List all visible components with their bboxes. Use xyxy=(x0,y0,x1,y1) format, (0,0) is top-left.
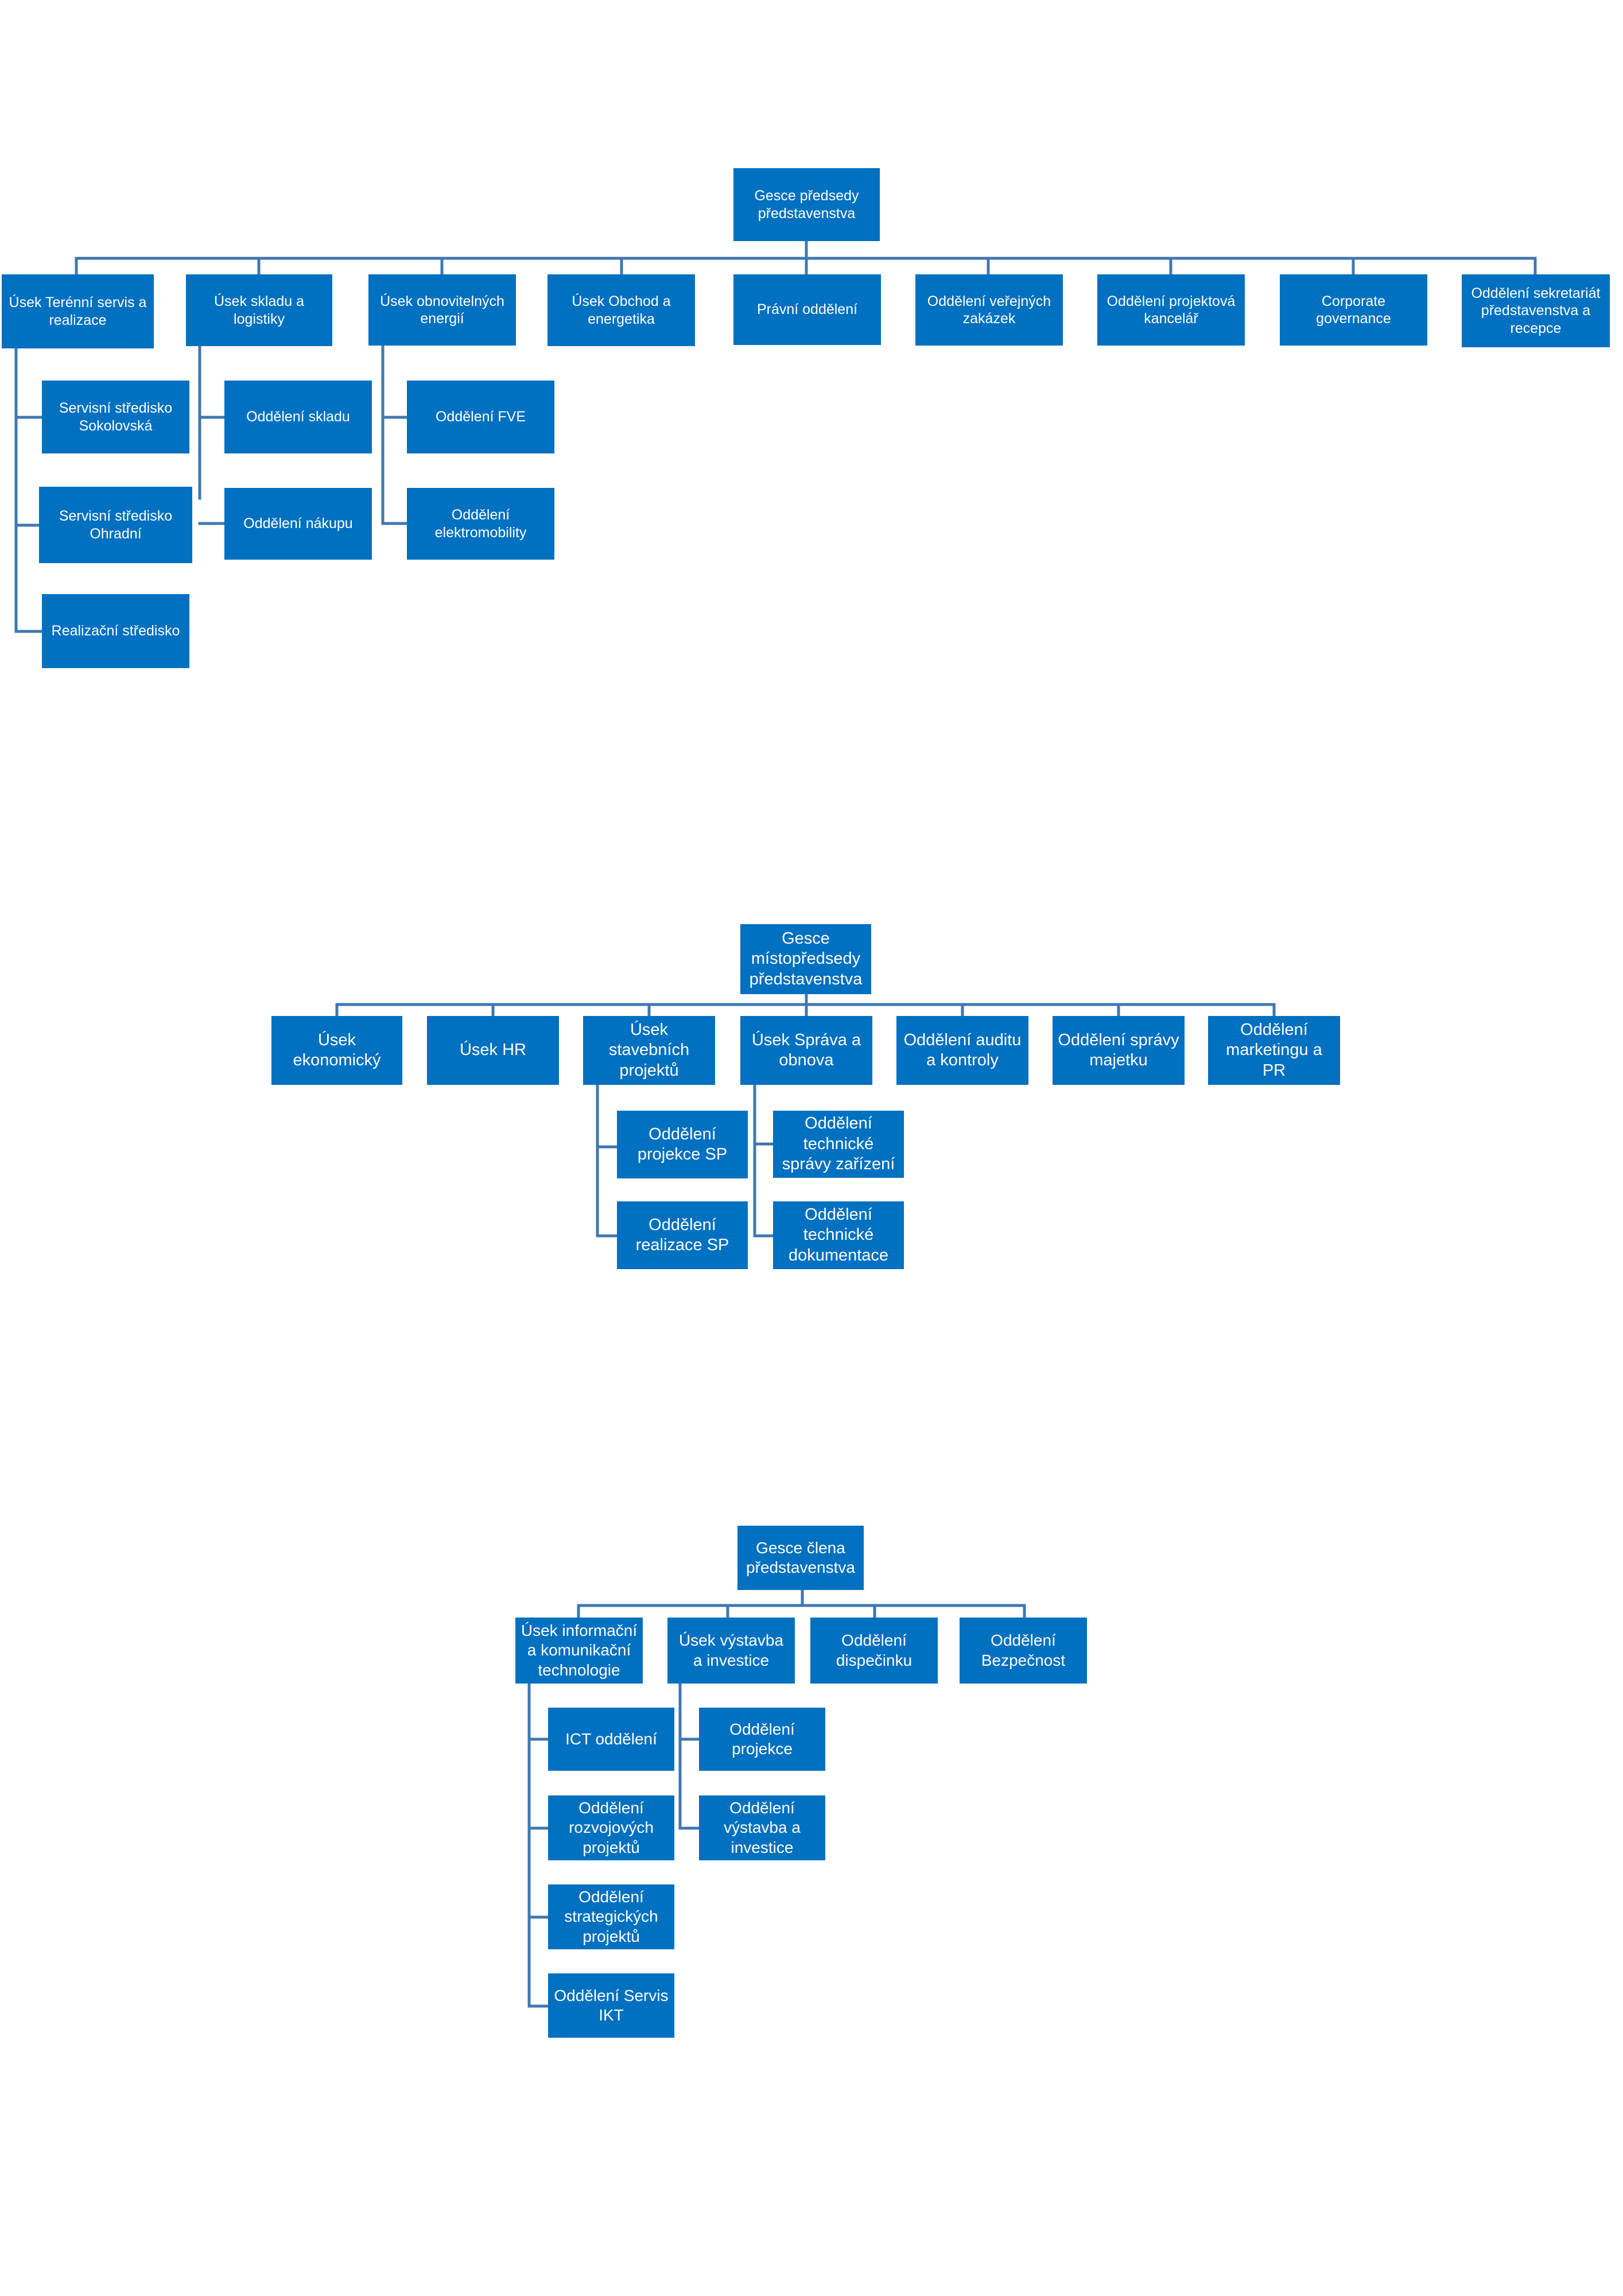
org-box-purchasing-department: Oddělení nákupu xyxy=(224,488,372,560)
org-box-design-sp-department: Oddělení projekce SP xyxy=(617,1111,748,1178)
org-box-technical-documentation-department: Oddělení technické dokumentace xyxy=(773,1201,904,1269)
org-box-construction-investment-division: Úsek výstavba a investice xyxy=(667,1618,795,1684)
org-box-board-secretariat-department: Oddělení sekretariát představenstva a re… xyxy=(1462,274,1610,347)
org-box-renewables-division: Úsek obnovitelných energií xyxy=(368,274,516,346)
connector-chart3-construction xyxy=(678,1682,701,1830)
org-box-development-projects-department: Oddělení rozvojových projektů xyxy=(548,1795,674,1860)
org-box-project-office-department: Oddělení projektová kancelář xyxy=(1097,274,1245,346)
org-box-audit-control-department: Oddělení auditu a kontroly xyxy=(896,1016,1028,1085)
org-box-economic-division: Úsek ekonomický xyxy=(271,1016,402,1085)
org-box-warehouse-division: Úsek skladu a logistiky xyxy=(186,274,332,346)
org-box-ict-division: Úsek informační a komunikační technologi… xyxy=(515,1618,643,1684)
org-box-pv-department: Oddělení FVE xyxy=(407,381,554,453)
org-box-construction-projects-division: Úsek stavebních projektů xyxy=(583,1016,715,1085)
org-box-security-department: Oddělení Bezpečnost xyxy=(960,1618,1087,1684)
org-box-dispatch-department: Oddělení dispečinku xyxy=(810,1618,938,1684)
connector-chart3-drops xyxy=(577,1604,1026,1619)
org-box-service-center-sokolovska: Servisní středisko Sokolovská xyxy=(42,381,189,453)
org-box-strategic-projects-department: Oddělení strategických projektů xyxy=(548,1884,674,1949)
org-box-chairman-root: Gesce předsedy představenstva xyxy=(733,168,880,241)
org-box-design-department: Oddělení projekce xyxy=(699,1708,825,1771)
connector-chart1-drops xyxy=(75,257,1537,276)
org-box-public-procurement-department: Oddělení veřejných zakázek xyxy=(915,274,1063,346)
connector-chart2-maintenance xyxy=(753,1083,775,1238)
org-box-field-service-division: Úsek Terénní servis a realizace xyxy=(2,274,154,348)
org-box-trade-energy-division: Úsek Obchod a energetika xyxy=(548,274,695,346)
connector-chart3-ict xyxy=(527,1682,550,2008)
org-box-vice-chairman-root: Gesce místopředsedy představenstva xyxy=(740,924,871,994)
org-box-management-renewal-division: Úsek Správa a obnova xyxy=(740,1016,872,1085)
org-box-service-center-ohradni: Servisní středisko Ohradní xyxy=(39,487,192,563)
org-box-implementation-sp-department: Oddělení realizace SP xyxy=(617,1201,748,1269)
connector-chart2-drops xyxy=(335,1003,1276,1018)
org-box-board-member-root: Gesce člena představenstva xyxy=(737,1526,864,1590)
org-box-corporate-governance: Corporate governance xyxy=(1280,274,1427,346)
connector-chart1-warehouse xyxy=(198,346,226,525)
org-box-ikt-service-department: Oddělení Servis IKT xyxy=(548,1973,674,2038)
org-box-legal-department: Právní oddělení xyxy=(733,274,881,345)
org-box-warehouse-department: Oddělení skladu xyxy=(224,381,372,453)
org-box-electromobility-department: Oddělení elektromobility xyxy=(407,488,554,560)
org-box-implementation-center: Realizační středisko xyxy=(42,594,189,668)
connector-chart1-field-service xyxy=(14,346,44,633)
org-box-hr-division: Úsek HR xyxy=(427,1016,559,1085)
connector-chart2-construction xyxy=(596,1083,619,1238)
connector-chart1-renewables xyxy=(381,343,409,525)
org-box-construction-investment-department: Oddělení výstavba a investice xyxy=(699,1795,825,1860)
org-box-technical-equipment-department: Oddělení technické správy zařízení xyxy=(773,1111,904,1178)
org-box-ict-department: ICT oddělení xyxy=(548,1708,674,1771)
org-box-property-management-department: Oddělení správy majetku xyxy=(1053,1016,1185,1085)
org-box-marketing-pr-department: Oddělení marketingu a PR xyxy=(1208,1016,1340,1085)
